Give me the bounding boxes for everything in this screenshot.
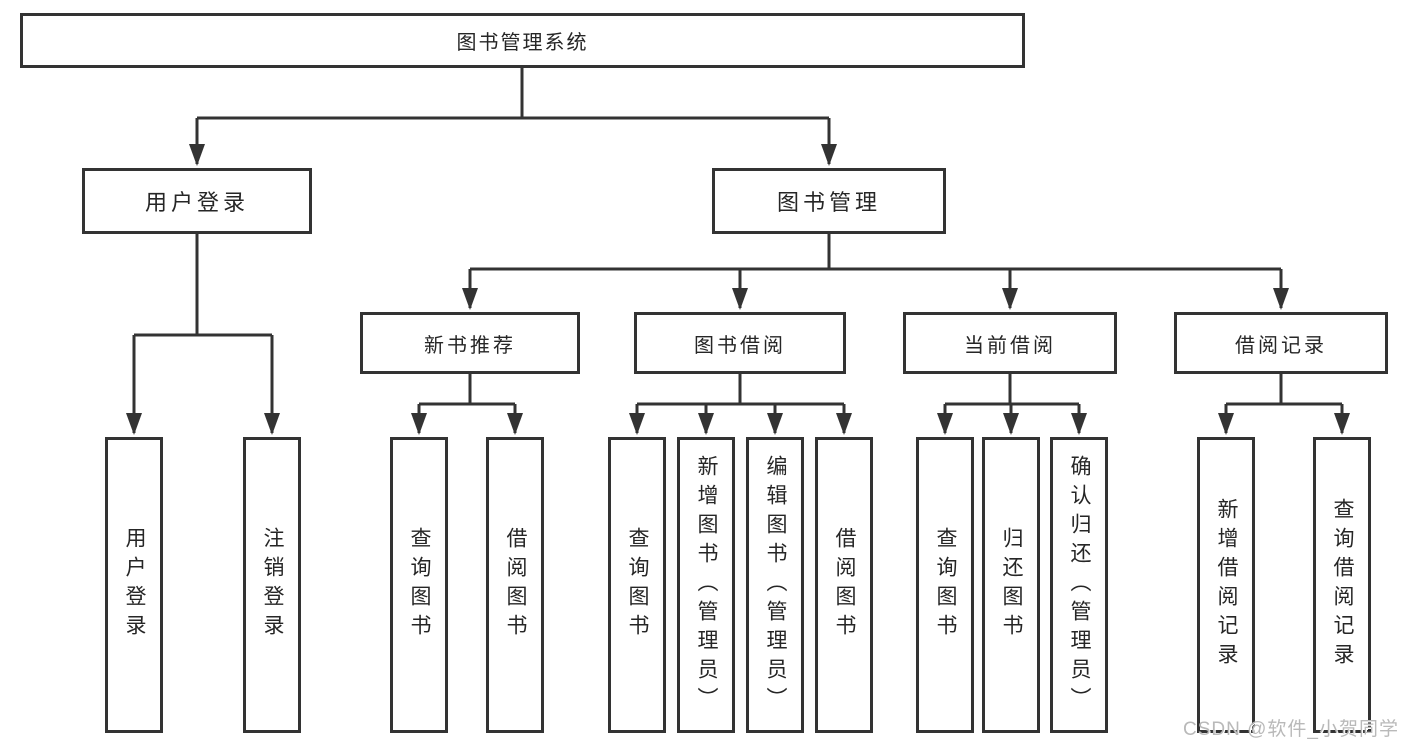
leaf-confirm-return-admin: 确认归还（管理员） [1050,437,1108,733]
leaf-query-books-borrow: 查询图书 [608,437,666,733]
leaf-borrow-books: 借阅图书 [815,437,873,733]
node-current-borrow: 当前借阅 [903,312,1117,374]
node-new-book-recommend: 新书推荐 [360,312,580,374]
leaf-return-books: 归还图书 [982,437,1040,733]
leaf-borrow-books-recommend: 借阅图书 [486,437,544,733]
node-book-borrow: 图书借阅 [634,312,846,374]
leaf-add-borrow-record: 新增借阅记录 [1197,437,1255,733]
node-user-login: 用户登录 [82,168,312,234]
leaf-user-login: 用户登录 [105,437,163,733]
leaf-query-borrow-record: 查询借阅记录 [1313,437,1371,733]
leaf-logout: 注销登录 [243,437,301,733]
leaf-query-books-current: 查询图书 [916,437,974,733]
csdn-watermark: CSDN @软件_小贺同学 [1183,719,1399,740]
leaf-query-books-recommend: 查询图书 [390,437,448,733]
node-borrow-records: 借阅记录 [1174,312,1388,374]
node-root-library-system: 图书管理系统 [20,13,1025,68]
leaf-edit-books-admin: 编辑图书（管理员） [746,437,804,733]
leaf-add-books-admin: 新增图书（管理员） [677,437,735,733]
node-book-management: 图书管理 [712,168,946,234]
